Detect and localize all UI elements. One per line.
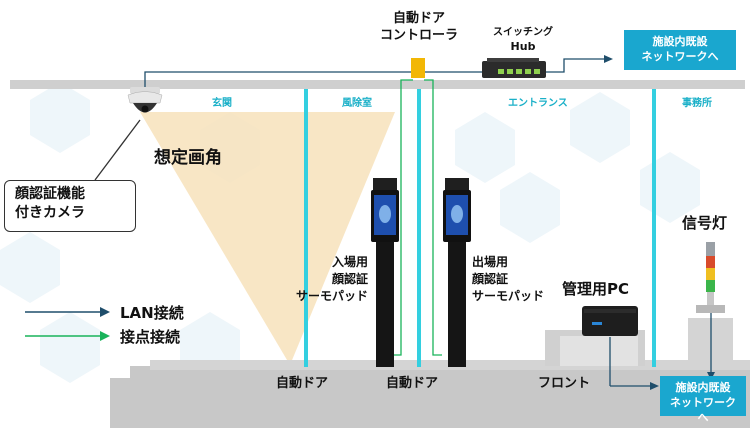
legend-lan-label: LAN接続 xyxy=(120,304,184,322)
net-top-line-1: 施設内既設 xyxy=(652,35,708,48)
signal-light-label: 信号灯 xyxy=(682,214,728,232)
ceiling-beam xyxy=(10,80,745,89)
entry-pad-line-3: サーモパッド xyxy=(295,289,368,303)
hub-line-2: Hub xyxy=(510,40,536,53)
dome-camera-icon xyxy=(127,87,163,113)
legend-lan-arrow-icon xyxy=(25,307,110,317)
view-angle-label: 想定画角 xyxy=(154,148,222,168)
exit-pad-line-1: 出場用 xyxy=(472,255,509,269)
camera-callout: 顔認証機能 付きカメラ xyxy=(4,180,136,232)
signal-tower-icon xyxy=(696,242,725,313)
legend-contact-arrow-icon xyxy=(25,331,110,341)
entry-pad-line-1: 入場用 xyxy=(331,255,368,269)
zone-office: 事務所 xyxy=(682,98,712,109)
zone-entrance-hall: 玄関 xyxy=(212,98,232,109)
entry-pad-label: 入場用 顔認証 サーモパッド xyxy=(280,254,368,305)
net-top-line-2: ネットワークへ xyxy=(641,50,719,63)
switching-hub-icon xyxy=(482,58,546,78)
callout-pointer xyxy=(94,119,141,181)
management-pc-label: 管理用PC xyxy=(562,280,630,298)
zone-entrance: エントランス xyxy=(508,98,568,109)
camera-callout-line-1: 顔認証機能 xyxy=(15,186,85,202)
net-bottom-line-1: 施設内既設 xyxy=(675,381,731,394)
glass-pillars xyxy=(304,89,656,367)
facility-network-bottom-box: 施設内既設 ネットワークへ xyxy=(660,376,746,424)
camera-callout-line-2: 付きカメラ xyxy=(15,205,85,221)
door-controller-label: 自動ドア コントローラ xyxy=(374,10,464,44)
door-controller-line-1: 自動ドア xyxy=(392,11,445,26)
exit-pad-line-2: 顔認証 xyxy=(472,272,509,286)
lan-lines xyxy=(144,58,712,387)
legend-contact-label: 接点接続 xyxy=(120,328,181,346)
auto-door-left-label: 自動ドア xyxy=(276,376,329,391)
entry-face-terminal-icon xyxy=(371,178,399,367)
facility-network-top-box: 施設内既設 ネットワークへ xyxy=(624,30,736,70)
camera-view-cone xyxy=(140,112,395,365)
exit-pad-line-3: サーモパッド xyxy=(472,289,545,303)
door-controller-icon xyxy=(411,58,425,78)
contact-lines xyxy=(392,79,442,356)
front-desk-label: フロント xyxy=(538,376,591,391)
net-bottom-line-2: ネットワークへ xyxy=(670,396,736,424)
floor xyxy=(110,360,750,428)
exit-pad-label: 出場用 顔認証 サーモパッド xyxy=(472,254,560,305)
exit-face-terminal-icon xyxy=(443,178,471,367)
front-desk xyxy=(545,330,645,366)
entry-pad-line-2: 顔認証 xyxy=(331,272,368,286)
zone-windbreak-room: 風除室 xyxy=(342,98,372,109)
switching-hub-label: スイッチング Hub xyxy=(488,26,558,54)
door-controller-line-2: コントローラ xyxy=(379,28,458,43)
mini-pc-icon xyxy=(582,306,638,336)
hub-line-1: スイッチング xyxy=(493,27,553,38)
auto-door-center-label: 自動ドア xyxy=(386,376,439,391)
